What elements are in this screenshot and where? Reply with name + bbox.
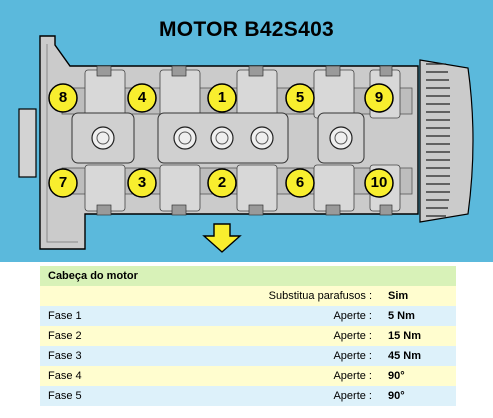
bolt-markers-top bbox=[48, 83, 394, 113]
sprocket-teeth bbox=[426, 63, 450, 217]
phase-name: Fase 4 bbox=[40, 366, 186, 386]
phase-name: Fase 1 bbox=[40, 306, 186, 326]
direction-arrow bbox=[202, 223, 242, 253]
plug-holes bbox=[91, 126, 353, 150]
cam-sprocket bbox=[419, 59, 474, 223]
bolt-label-top-2: 4 bbox=[137, 89, 147, 106]
bolt-label-bottom-5: 10 bbox=[370, 174, 388, 191]
torque-spec-table: Cabeça do motor Substitua parafusos : Si… bbox=[40, 266, 456, 406]
cylinder-head-diagram: MOTOR B42S403 8 4 1 5 9 7 3 2 6 10 bbox=[0, 0, 493, 262]
replace-bolts-row: Substitua parafusos : Sim bbox=[40, 286, 456, 306]
bolt-label-bottom-3: 2 bbox=[217, 174, 227, 191]
phase-name: Fase 2 bbox=[40, 326, 186, 346]
phase-label: Aperte : bbox=[186, 326, 380, 346]
phase-value: 90° bbox=[380, 386, 456, 406]
table-row: Fase 2 Aperte : 15 Nm bbox=[40, 326, 456, 346]
phase-value: 5 Nm bbox=[380, 306, 456, 326]
phase-label: Aperte : bbox=[186, 346, 380, 366]
phase-name: Fase 5 bbox=[40, 386, 186, 406]
bolt-label-top-5: 9 bbox=[374, 89, 384, 106]
bolt-label-bottom-4: 6 bbox=[295, 174, 305, 191]
table-header-row: Cabeça do motor bbox=[40, 266, 456, 286]
replace-bolts-name bbox=[40, 286, 186, 306]
bolt-label-top-1: 8 bbox=[58, 89, 68, 106]
table-header: Cabeça do motor bbox=[40, 266, 456, 286]
phase-value: 15 Nm bbox=[380, 326, 456, 346]
table-row: Fase 3 Aperte : 45 Nm bbox=[40, 346, 456, 366]
phase-label: Aperte : bbox=[186, 386, 380, 406]
bolt-label-top-3: 1 bbox=[217, 89, 227, 106]
phase-value: 45 Nm bbox=[380, 346, 456, 366]
bolt-label-bottom-2: 3 bbox=[137, 174, 147, 191]
table-row: Fase 4 Aperte : 90° bbox=[40, 366, 456, 386]
head-plate-edge bbox=[46, 44, 78, 243]
cap-nuts bbox=[96, 65, 393, 216]
bolt-label-top-4: 5 bbox=[295, 89, 305, 106]
replace-bolts-value: Sim bbox=[380, 286, 456, 306]
cylinder-head-drawing bbox=[0, 0, 493, 262]
phase-label: Aperte : bbox=[186, 306, 380, 326]
table-row: Fase 1 Aperte : 5 Nm bbox=[40, 306, 456, 326]
left-tab bbox=[18, 108, 37, 178]
phase-value: 90° bbox=[380, 366, 456, 386]
phase-name: Fase 3 bbox=[40, 346, 186, 366]
phase-label: Aperte : bbox=[186, 366, 380, 386]
table-row: Fase 5 Aperte : 90° bbox=[40, 386, 456, 406]
diagram-title: MOTOR B42S403 bbox=[158, 18, 335, 41]
plug-holes-inner bbox=[96, 131, 348, 145]
replace-bolts-label: Substitua parafusos : bbox=[186, 286, 380, 306]
bolt-markers-bottom bbox=[48, 168, 394, 198]
bolt-label-bottom-1: 7 bbox=[58, 174, 68, 191]
